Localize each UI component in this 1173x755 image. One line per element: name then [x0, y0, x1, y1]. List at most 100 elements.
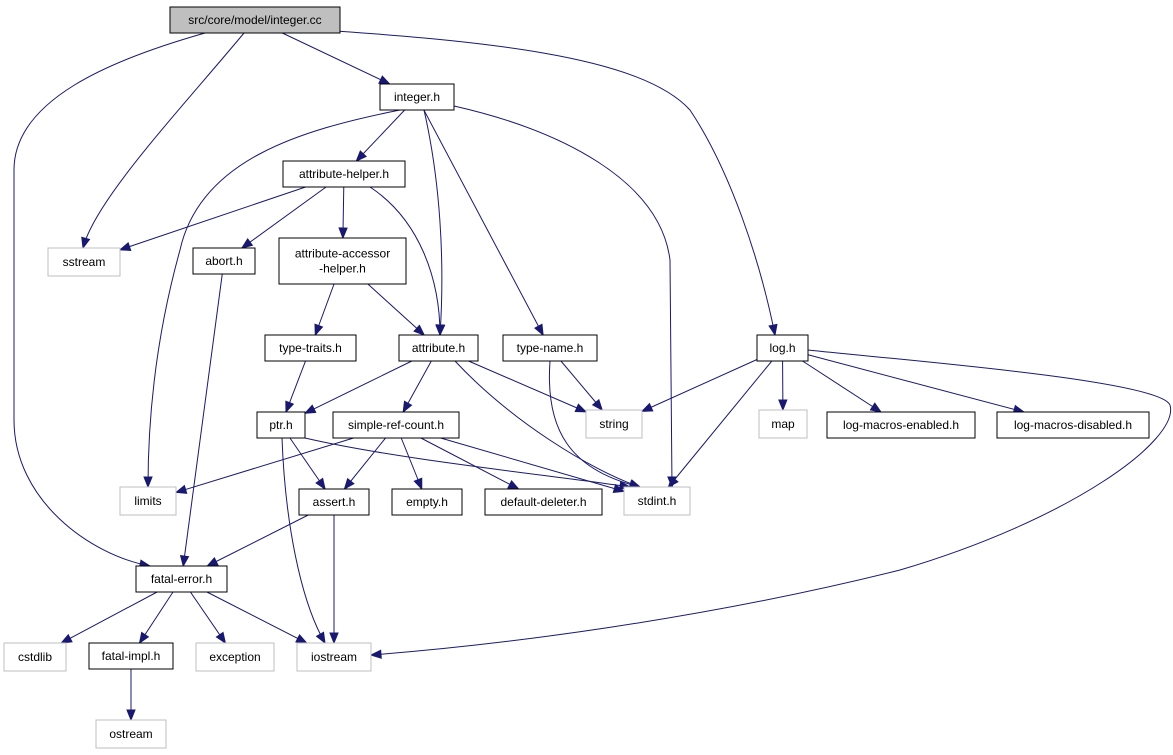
edge-arrowhead-attribute-helper-h-to-attribute-accessor-helper-h — [338, 227, 348, 240]
node-type-name-h[interactable]: type-name.h — [502, 334, 598, 362]
edge-attribute-h-to-ptr-h — [304, 360, 413, 414]
edge-arrowhead-type-name-h-to-string — [591, 398, 604, 412]
node-label-assert-h: assert.h — [313, 495, 356, 509]
node-fatal-impl-h[interactable]: fatal-impl.h — [88, 642, 174, 670]
edge-attribute-h-to-string — [468, 360, 587, 413]
node-label-limits: limits — [134, 494, 161, 508]
edge-integer-cc-to-fatal-error-h — [13, 32, 206, 567]
node-box-simple-ref-count-h — [332, 411, 460, 439]
edge-arrowhead-attribute-h-to-simple-ref-count-h — [402, 400, 413, 414]
node-ostream: ostream — [95, 719, 167, 749]
edge-arrowhead-simple-ref-count-h-to-default-deleter-h — [507, 479, 520, 490]
edge-simple-ref-count-h-to-default-deleter-h — [420, 437, 519, 490]
edge-arrowhead-simple-ref-count-h-to-stdint-h — [612, 483, 626, 494]
edge-log-h-to-log-macros-disabled-h — [807, 354, 1025, 413]
node-fatal-error-h[interactable]: fatal-error.h — [135, 565, 228, 593]
edge-integer-h-to-limits — [147, 109, 401, 488]
node-label-string: string — [599, 417, 628, 431]
node-label-default-deleter-h: default-deleter.h — [500, 495, 586, 509]
edge-type-name-h-to-stdint-h — [548, 360, 641, 488]
node-label-attribute-helper-h: attribute-helper.h — [299, 167, 389, 181]
edge-arrowhead-fatal-error-h-to-exception — [215, 631, 227, 645]
edge-arrowhead-fatal-error-h-to-fatal-impl-h — [138, 631, 150, 645]
node-assert-h[interactable]: assert.h — [298, 488, 370, 516]
node-box-type-traits-h — [264, 334, 357, 362]
node-label-log-h: log.h — [769, 341, 795, 355]
node-sstream: sstream — [47, 247, 121, 277]
edge-assert-h-to-fatal-error-h — [207, 514, 309, 567]
node-label-attribute-accessor-helper-h-line-2: -helper.h — [319, 262, 366, 276]
node-box-attribute-h — [398, 334, 479, 362]
node-box-log-h — [756, 334, 809, 362]
node-ptr-h[interactable]: ptr.h — [256, 411, 306, 439]
node-label-abort-h: abort.h — [205, 254, 242, 268]
node-label-iostream: iostream — [311, 650, 357, 664]
node-log-macros-disabled-h[interactable]: log-macros-disabled.h — [996, 411, 1150, 439]
edge-attribute-helper-h-to-attribute-h — [369, 186, 441, 336]
node-box-string — [585, 409, 643, 439]
node-integer-cc[interactable]: src/core/model/integer.cc — [169, 6, 341, 34]
node-box-sstream — [47, 247, 121, 277]
node-label-map: map — [771, 417, 795, 431]
edge-type-name-h-to-string — [560, 360, 603, 411]
edge-arrowhead-attribute-helper-h-to-sstream — [118, 241, 132, 251]
node-attribute-accessor-helper-h[interactable]: attribute-accessor-helper.h — [278, 237, 407, 285]
node-box-integer-h — [379, 83, 455, 111]
edge-log-h-to-string — [641, 359, 758, 412]
node-label-sstream: sstream — [63, 255, 106, 269]
node-label-integer-cc: src/core/model/integer.cc — [188, 13, 321, 27]
node-attribute-helper-h[interactable]: attribute-helper.h — [282, 160, 406, 188]
node-stdint-h: stdint.h — [623, 486, 691, 516]
node-label-log-macros-enabled-h: log-macros-enabled.h — [843, 418, 959, 432]
edge-arrowhead-log-h-to-iostream — [369, 649, 382, 659]
node-box-exception — [195, 642, 275, 672]
edge-integer-h-to-stdint-h — [453, 105, 673, 488]
edge-arrowhead-integer-h-to-limits — [143, 476, 153, 489]
node-box-log-macros-disabled-h — [996, 411, 1150, 439]
node-label-empty-h: empty.h — [406, 495, 448, 509]
edge-attribute-accessor-helper-h-to-attribute-h — [367, 283, 425, 336]
edge-log-h-to-iostream — [370, 349, 1172, 656]
edge-arrowhead-log-h-to-string — [640, 402, 654, 412]
edge-arrowhead-abort-h-to-fatal-error-h — [179, 554, 190, 568]
node-label-fatal-impl-h: fatal-impl.h — [102, 649, 161, 663]
node-attribute-h[interactable]: attribute.h — [398, 334, 479, 362]
node-type-traits-h[interactable]: type-traits.h — [264, 334, 357, 362]
node-string: string — [585, 409, 643, 439]
edge-ptr-h-to-iostream — [281, 437, 326, 644]
node-empty-h[interactable]: empty.h — [391, 488, 463, 516]
node-box-map — [758, 409, 808, 439]
node-label-integer-h: integer.h — [394, 90, 440, 104]
node-box-type-name-h — [502, 334, 598, 362]
edge-arrowhead-integer-cc-to-integer-h — [378, 75, 391, 85]
node-label-log-macros-disabled-h: log-macros-disabled.h — [1014, 418, 1132, 432]
node-label-simple-ref-count-h: simple-ref-count.h — [348, 418, 444, 432]
node-box-integer-cc — [169, 6, 341, 34]
node-box-empty-h — [391, 488, 463, 516]
edge-integer-h-to-type-name-h — [423, 109, 544, 336]
edge-abort-h-to-fatal-error-h — [182, 273, 223, 567]
edge-simple-ref-count-h-to-limits — [175, 437, 354, 493]
node-box-fatal-impl-h — [88, 642, 174, 670]
node-simple-ref-count-h[interactable]: simple-ref-count.h — [332, 411, 460, 439]
edge-arrowhead-assert-h-to-iostream — [329, 632, 339, 645]
node-label-stdint-h: stdint.h — [638, 494, 677, 508]
edge-integer-cc-to-sstream — [82, 32, 245, 249]
edge-integer-cc-to-log-h — [289, 27, 776, 336]
edge-arrowhead-ptr-h-to-assert-h — [315, 477, 326, 491]
node-integer-h[interactable]: integer.h — [379, 83, 455, 111]
node-box-ptr-h — [256, 411, 306, 439]
node-default-deleter-h[interactable]: default-deleter.h — [484, 488, 603, 516]
edge-simple-ref-count-h-to-stdint-h — [440, 437, 625, 492]
edge-arrowhead-integer-h-to-attribute-helper-h — [355, 150, 367, 162]
node-box-ostream — [95, 719, 167, 749]
node-limits: limits — [119, 486, 177, 516]
node-log-h[interactable]: log.h — [756, 334, 809, 362]
node-abort-h[interactable]: abort.h — [192, 247, 256, 275]
node-log-macros-enabled-h[interactable]: log-macros-enabled.h — [826, 411, 976, 439]
node-box-stdint-h — [623, 486, 691, 516]
node-box-assert-h — [298, 488, 370, 516]
edge-arrowhead-log-h-to-stdint-h — [667, 475, 679, 489]
edge-arrowhead-assert-h-to-fatal-error-h — [206, 557, 219, 567]
